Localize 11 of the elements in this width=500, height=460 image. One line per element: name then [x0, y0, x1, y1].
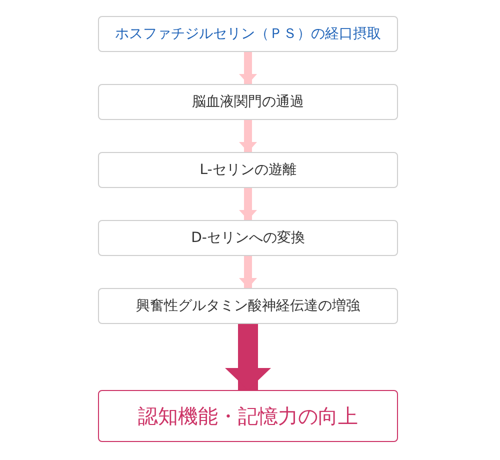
arrow	[239, 120, 257, 152]
process-box: 脳血液関門の通過	[98, 84, 398, 120]
process-box: ホスファチジルセリン（ＰＳ）の経口摂取	[98, 16, 398, 52]
process-box: D-セリンへの変換	[98, 220, 398, 256]
arrow	[239, 256, 257, 288]
process-box: L-セリンの遊離	[98, 152, 398, 188]
arrow	[239, 188, 257, 220]
arrow	[239, 52, 257, 84]
process-box: 興奮性グルタミン酸神経伝達の増強	[98, 288, 398, 324]
arrow	[225, 324, 271, 390]
result-box: 認知機能・記憶力の向上	[98, 390, 398, 442]
